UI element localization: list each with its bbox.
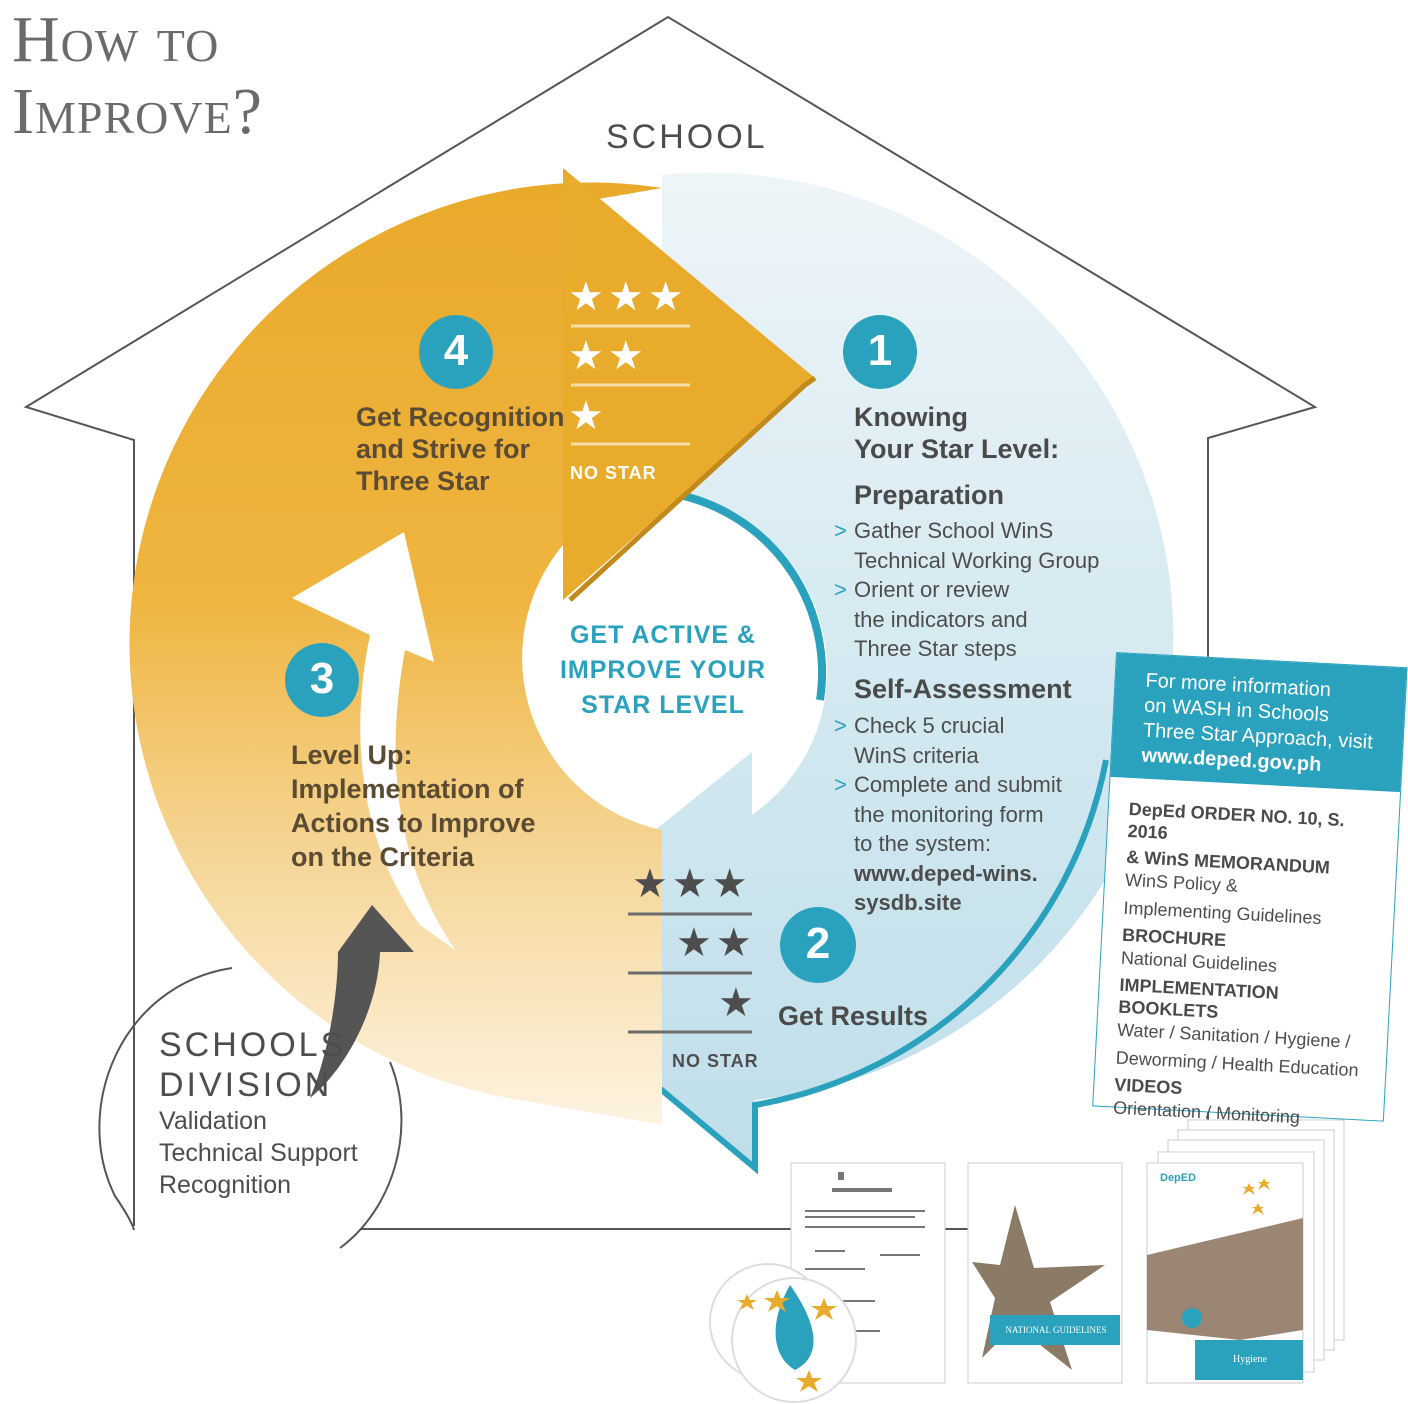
resource-item: DepEd ORDER NO. 10, S. 2016 & WinS MEMOR… xyxy=(1123,798,1387,933)
step-4-title: Get Recognition and Strive for Three Sta… xyxy=(356,401,565,497)
orange-star-dividers xyxy=(571,324,690,446)
white-up-arrow xyxy=(292,532,455,950)
step-1-number: 1 xyxy=(867,326,893,375)
schools-division: SCHOOLS DIVISION Validation Technical Su… xyxy=(159,1025,358,1201)
step-3-title: Level Up: Implementation of Actions to I… xyxy=(291,738,536,874)
step-4-title-line: Three Star xyxy=(356,466,490,496)
resource-item: IMPLEMENTATION BOOKLETS Water / Sanitati… xyxy=(1115,974,1378,1083)
bullet-line: the indicators and xyxy=(854,606,1028,632)
center-text-line: IMPROVE YOUR xyxy=(559,656,767,684)
schools-division-item: Validation xyxy=(159,1107,267,1135)
one-star-rating-orange: ★ xyxy=(568,394,608,438)
deped-logo: DepED xyxy=(1160,1172,1197,1184)
step-3-circle xyxy=(285,643,359,717)
bullet-line: to the system: xyxy=(854,831,991,856)
center-text-line: STAR LEVEL xyxy=(581,691,745,719)
info-panel-header: For more information on WASH in Schools … xyxy=(1110,653,1407,793)
step-4-circle xyxy=(419,315,493,389)
step-1-title: Knowing Your Star Level: xyxy=(854,401,1059,465)
resource-item: BROCHURE National Guidelines xyxy=(1120,924,1380,983)
bullet-line: Check 5 crucial xyxy=(854,713,1005,738)
document-thumbnails xyxy=(709,1119,1345,1403)
step-2-circle xyxy=(780,907,856,983)
bullet-line: WinS criteria xyxy=(854,742,979,768)
gray-arrow xyxy=(310,905,414,1098)
bullet-line: Technical Working Group xyxy=(854,547,1100,573)
bullet-line: Three Star steps xyxy=(854,636,1017,661)
self-assessment-bullet: Check 5 crucial WinS criteria xyxy=(834,711,1062,770)
step-3-title-line: Implementation of xyxy=(291,774,524,804)
one-star-rating-blue: ★ xyxy=(718,981,758,1025)
wins-system-link[interactable]: sysdb.site xyxy=(854,890,962,915)
bullet-line: Complete and submit xyxy=(854,772,1062,797)
page-title: How to Improve? xyxy=(12,4,263,148)
two-star-rating-blue: ★★ xyxy=(676,921,756,965)
bullet-line: Orient or review xyxy=(854,577,1010,602)
schools-division-heading: DIVISION xyxy=(159,1066,333,1104)
schools-division-item: Recognition xyxy=(159,1171,292,1199)
step-4-title-line: Get Recognition xyxy=(356,402,565,432)
step-3-title-line: on the Criteria xyxy=(291,842,475,872)
no-star-label-blue: NO STAR xyxy=(672,1051,759,1071)
self-assessment-list: Check 5 crucial WinS criteria Complete a… xyxy=(834,711,1062,918)
resource-title: DepEd ORDER NO. 10, S. 2016 xyxy=(1127,798,1346,843)
resource-list: DepEd ORDER NO. 10, S. 2016 & WinS MEMOR… xyxy=(1093,777,1401,1134)
bullet-line: the monitoring form xyxy=(854,801,1044,827)
blue-star-dividers xyxy=(628,912,752,1034)
booklet-caption: Hygiene xyxy=(1233,1354,1267,1365)
step-1-title-line: Your Star Level: xyxy=(854,434,1060,464)
step-2-number: 2 xyxy=(805,919,831,968)
schools-division-item: Technical Support xyxy=(159,1139,358,1167)
center-text: GET ACTIVE & IMPROVE YOUR STAR LEVEL xyxy=(548,618,778,723)
preparation-bullet: Gather School WinS Technical Working Gro… xyxy=(834,516,1099,575)
three-star-rating-blue: ★★★ xyxy=(632,862,752,906)
center-text-line: GET ACTIVE & xyxy=(569,621,757,649)
step-3-number: 3 xyxy=(309,654,335,703)
preparation-list: Gather School WinS Technical Working Gro… xyxy=(834,516,1099,664)
self-assessment-heading: Self-Assessment xyxy=(854,674,1072,704)
step-3-title-line: Level Up: xyxy=(291,740,413,770)
step-1-title-line: Knowing xyxy=(854,402,968,432)
brochure-caption: NATIONAL GUIDELINES xyxy=(1005,1325,1107,1335)
step-4-title-line: and Strive for xyxy=(356,434,531,464)
step-3-title-line: Actions to Improve xyxy=(291,808,536,838)
bullet-line: Gather School WinS xyxy=(854,518,1054,543)
schools-division-bubble xyxy=(98,967,233,1231)
no-star-label-orange: NO STAR xyxy=(570,463,657,483)
title-line-2: Improve? xyxy=(12,75,263,148)
two-star-rating-orange: ★★ xyxy=(568,334,648,378)
preparation-heading: Preparation xyxy=(854,480,1005,510)
step-2-title: Get Results xyxy=(778,1001,929,1031)
step-4-number: 4 xyxy=(443,326,469,375)
info-panel: For more information on WASH in Schools … xyxy=(1092,652,1408,1127)
schools-division-heading: SCHOOLS xyxy=(159,1026,347,1064)
title-line-1: How to xyxy=(12,3,220,76)
wins-system-link[interactable]: www.deped-wins. xyxy=(854,860,1038,886)
three-star-rating-orange: ★★★ xyxy=(568,275,688,319)
step-1-circle xyxy=(843,315,917,389)
school-label: SCHOOL xyxy=(606,118,768,156)
preparation-bullet: Orient or review the indicators and Thre… xyxy=(834,575,1099,664)
self-assessment-bullet: Complete and submit the monitoring form … xyxy=(834,770,1062,918)
